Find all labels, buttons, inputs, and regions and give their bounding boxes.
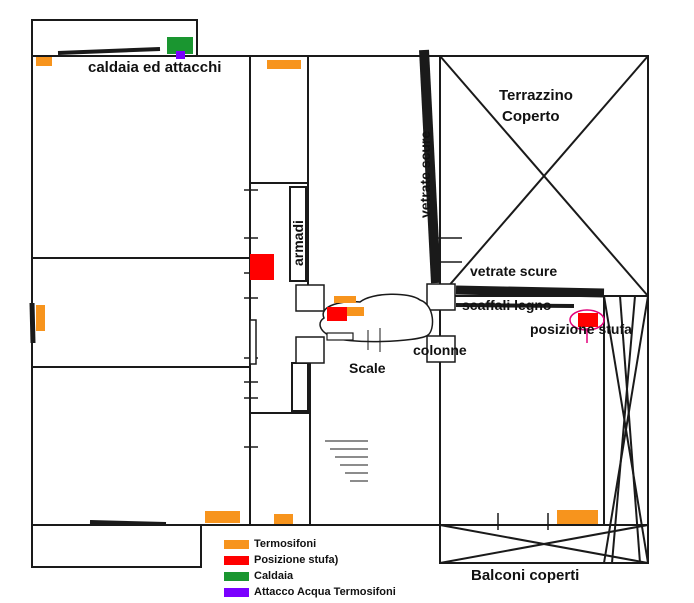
radiator (36, 57, 52, 66)
stove-position (250, 254, 274, 280)
wood-shelves (455, 303, 575, 308)
label-colonne: colonne (413, 342, 467, 358)
wardrobe (289, 186, 307, 282)
label-armadi: armadi (290, 220, 306, 266)
window-left (29, 302, 36, 344)
radiator (205, 511, 240, 523)
label-coperto: Coperto (502, 108, 560, 125)
radiator (267, 60, 301, 69)
column (426, 335, 456, 363)
window-top-annex (57, 47, 161, 55)
legend-label: Termosifoni (254, 538, 317, 550)
stove-position (327, 307, 347, 321)
label-balconi: Balconi coperti (471, 567, 580, 584)
terrace-diagonal (439, 55, 649, 297)
stair-step (326, 332, 354, 341)
radiator (36, 305, 45, 331)
cabinet (291, 362, 309, 412)
partition (249, 319, 257, 365)
radiator (274, 514, 293, 524)
legend-label: Caldaia (254, 570, 294, 582)
balcony-diagonal (611, 295, 636, 564)
balcony-diagonal (619, 295, 641, 564)
label-terrazzino: Terrazzino (499, 87, 573, 104)
window-bottom-annex (89, 520, 167, 526)
legend-swatch (224, 588, 249, 597)
stove-position (578, 313, 598, 327)
water-connection (176, 51, 185, 59)
balcony-diagonal (603, 295, 649, 564)
label-posizione-stufa: posizione stufa (530, 321, 632, 337)
column (295, 336, 325, 364)
radiator (334, 296, 356, 303)
label-vetrate-vertical: vetrate scure (417, 130, 433, 218)
label-vetrate-horizontal: vetrate scure (470, 263, 558, 279)
column (295, 284, 325, 312)
radiator (557, 510, 598, 524)
legend-label: Posizione stufa) (254, 554, 339, 566)
column (426, 283, 456, 311)
legend-swatch (224, 572, 249, 581)
label-scale: Scale (349, 360, 386, 376)
balcony-diagonal (439, 524, 649, 564)
legend-swatch (224, 556, 249, 565)
label-caldaia: caldaia ed attacchi (88, 59, 222, 76)
legend-swatch (224, 540, 249, 549)
bottom-annex (31, 524, 202, 568)
boiler (167, 37, 193, 54)
legend-label: Attacco Acqua Termosifoni (254, 586, 396, 598)
radiator (346, 307, 364, 316)
dark-glazing-vertical (419, 49, 441, 284)
label-scaffali: scaffali legno (462, 297, 552, 313)
dark-glazing-horizontal (455, 285, 605, 298)
